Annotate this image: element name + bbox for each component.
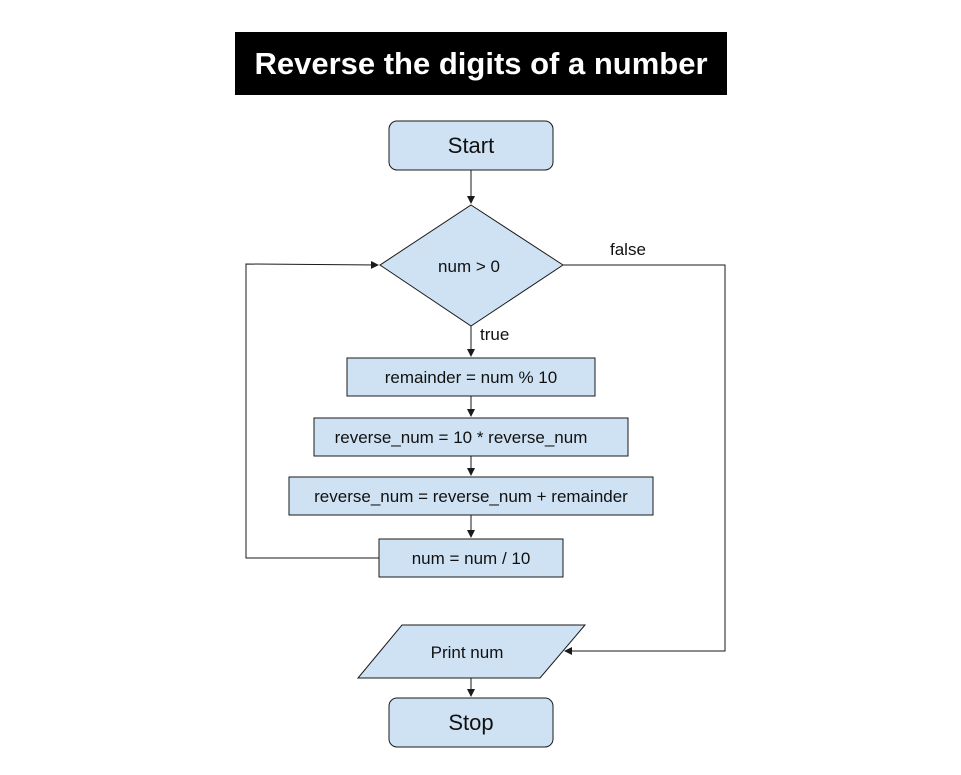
- diagram-title-text: Reverse the digits of a number: [254, 45, 708, 81]
- output-node: Print num: [356, 624, 587, 679]
- start-label: Start: [448, 133, 494, 158]
- edge-loop-back: [245, 260, 379, 559]
- process-add-label: reverse_num = reverse_num + remainder: [314, 487, 628, 506]
- process-remainder: remainder = num % 10: [346, 357, 596, 397]
- edge-label-true: true: [480, 325, 509, 344]
- diagram-title: Reverse the digits of a number: [235, 32, 727, 95]
- stop-node: Stop: [388, 697, 554, 748]
- edge-false: [563, 264, 726, 655]
- stop-label: Stop: [448, 710, 493, 735]
- process-divide: num = num / 10: [378, 538, 564, 578]
- condition-label: num > 0: [438, 257, 500, 276]
- condition-node: num > 0: [379, 204, 564, 327]
- process-add: reverse_num = reverse_num + remainder: [288, 476, 654, 516]
- process-multiply: reverse_num = 10 * reverse_num: [313, 417, 629, 457]
- process-remainder-label: remainder = num % 10: [385, 368, 557, 387]
- process-divide-label: num = num / 10: [412, 549, 531, 568]
- start-node: Start: [388, 120, 554, 171]
- process-multiply-label: reverse_num = 10 * reverse_num: [335, 428, 588, 447]
- edge-label-false: false: [610, 240, 646, 259]
- output-label: Print num: [431, 643, 504, 662]
